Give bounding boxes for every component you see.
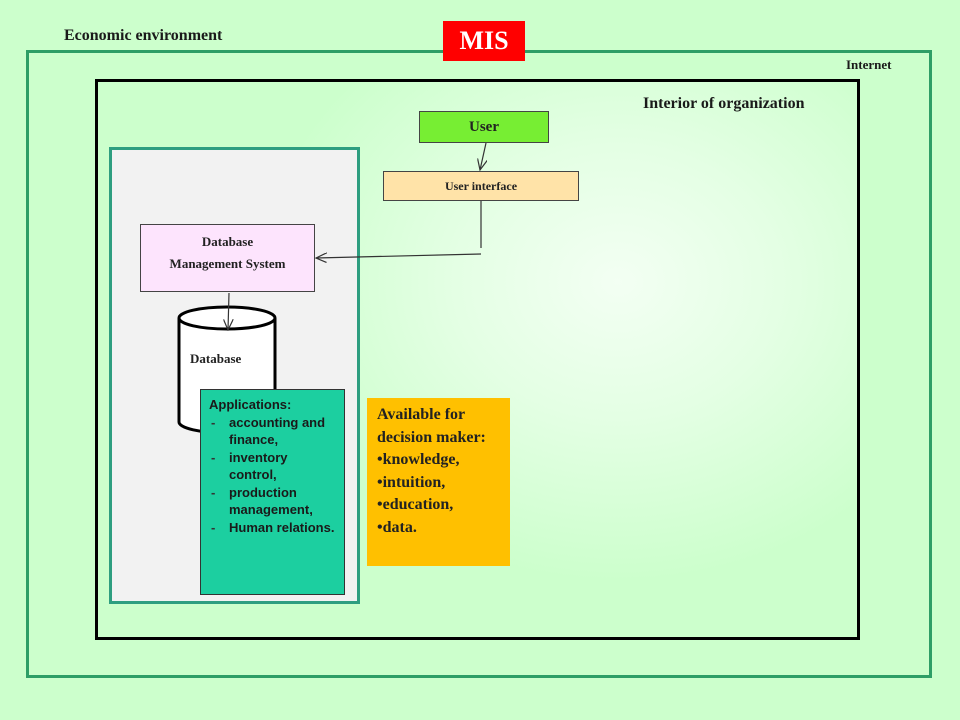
decision-list: knowledge, intuition, education, data. <box>377 449 510 539</box>
application-item: inventory control, <box>209 449 338 484</box>
application-item: production management, <box>209 484 338 519</box>
user-label: User <box>469 118 499 135</box>
decision-item: knowledge, <box>377 449 510 472</box>
user-interface-label: User interface <box>444 178 518 193</box>
user-node: User <box>419 111 549 143</box>
interior-organization-label: Interior of organization <box>643 95 805 112</box>
user-to-interface-arrow <box>480 142 486 170</box>
applications-title: Applications: <box>209 397 292 412</box>
database-label: Database <box>190 351 242 366</box>
decision-maker-box: Available for decision maker: knowledge,… <box>367 398 510 566</box>
dbms-label-line1: Database <box>201 234 254 249</box>
mis-title: MIS <box>459 26 509 55</box>
internet-label: Internet <box>846 57 892 72</box>
decision-item: intuition, <box>377 472 510 495</box>
economic-environment-label: Economic environment <box>64 27 223 44</box>
interface-to-dbms-arrow <box>316 254 482 258</box>
application-item: accounting and finance, <box>209 414 338 449</box>
decision-item: data. <box>377 517 510 540</box>
decision-item: education, <box>377 494 510 517</box>
applications-box: Applications: accounting and finance, in… <box>200 389 345 595</box>
applications-list: accounting and finance, inventory contro… <box>209 414 338 537</box>
dbms-to-database-arrow <box>228 292 229 330</box>
user-interface-node: User interface <box>383 171 579 201</box>
decision-title: Available for decision maker: <box>377 406 486 446</box>
application-item: Human relations. <box>209 519 338 537</box>
dbms-label-line2: Management System <box>169 256 286 271</box>
dbms-node: Database Management System <box>140 224 315 292</box>
mis-title-box: MIS <box>443 21 525 61</box>
